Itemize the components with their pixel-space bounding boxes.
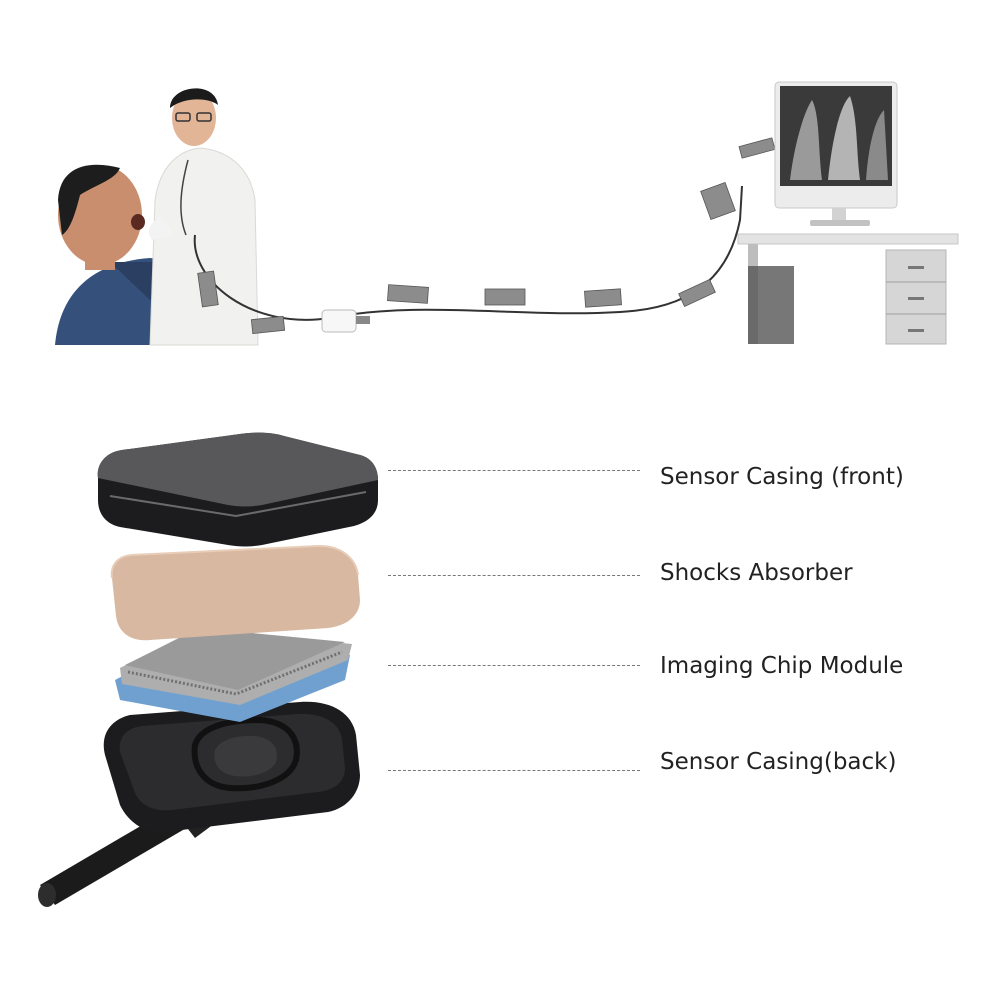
label-sensor-casing-back: Sensor Casing(back) bbox=[660, 749, 897, 775]
usb-adapter bbox=[321, 309, 370, 333]
sensor-casing-back-shape bbox=[38, 701, 360, 907]
desk bbox=[737, 233, 959, 345]
leader-line-casing-back bbox=[388, 770, 640, 771]
shock-absorber-shape bbox=[110, 544, 360, 641]
sensor-cable bbox=[193, 185, 743, 321]
dental-xray-scene bbox=[55, 81, 959, 346]
leader-line-shock-absorber bbox=[388, 575, 640, 576]
desktop-monitor bbox=[774, 81, 898, 226]
leader-line-imaging-chip bbox=[388, 665, 640, 666]
doctor-figure bbox=[148, 88, 259, 346]
sensor-casing-front-shape bbox=[97, 432, 379, 547]
label-shocks-absorber: Shocks Absorber bbox=[660, 560, 853, 586]
imaging-chip-shape bbox=[115, 628, 352, 722]
leader-line-casing-front bbox=[388, 470, 640, 471]
sensor-exploded-view bbox=[38, 432, 379, 907]
xray-film bbox=[197, 137, 776, 335]
label-sensor-casing-front: Sensor Casing (front) bbox=[660, 464, 904, 490]
label-imaging-chip-module: Imaging Chip Module bbox=[660, 653, 904, 679]
